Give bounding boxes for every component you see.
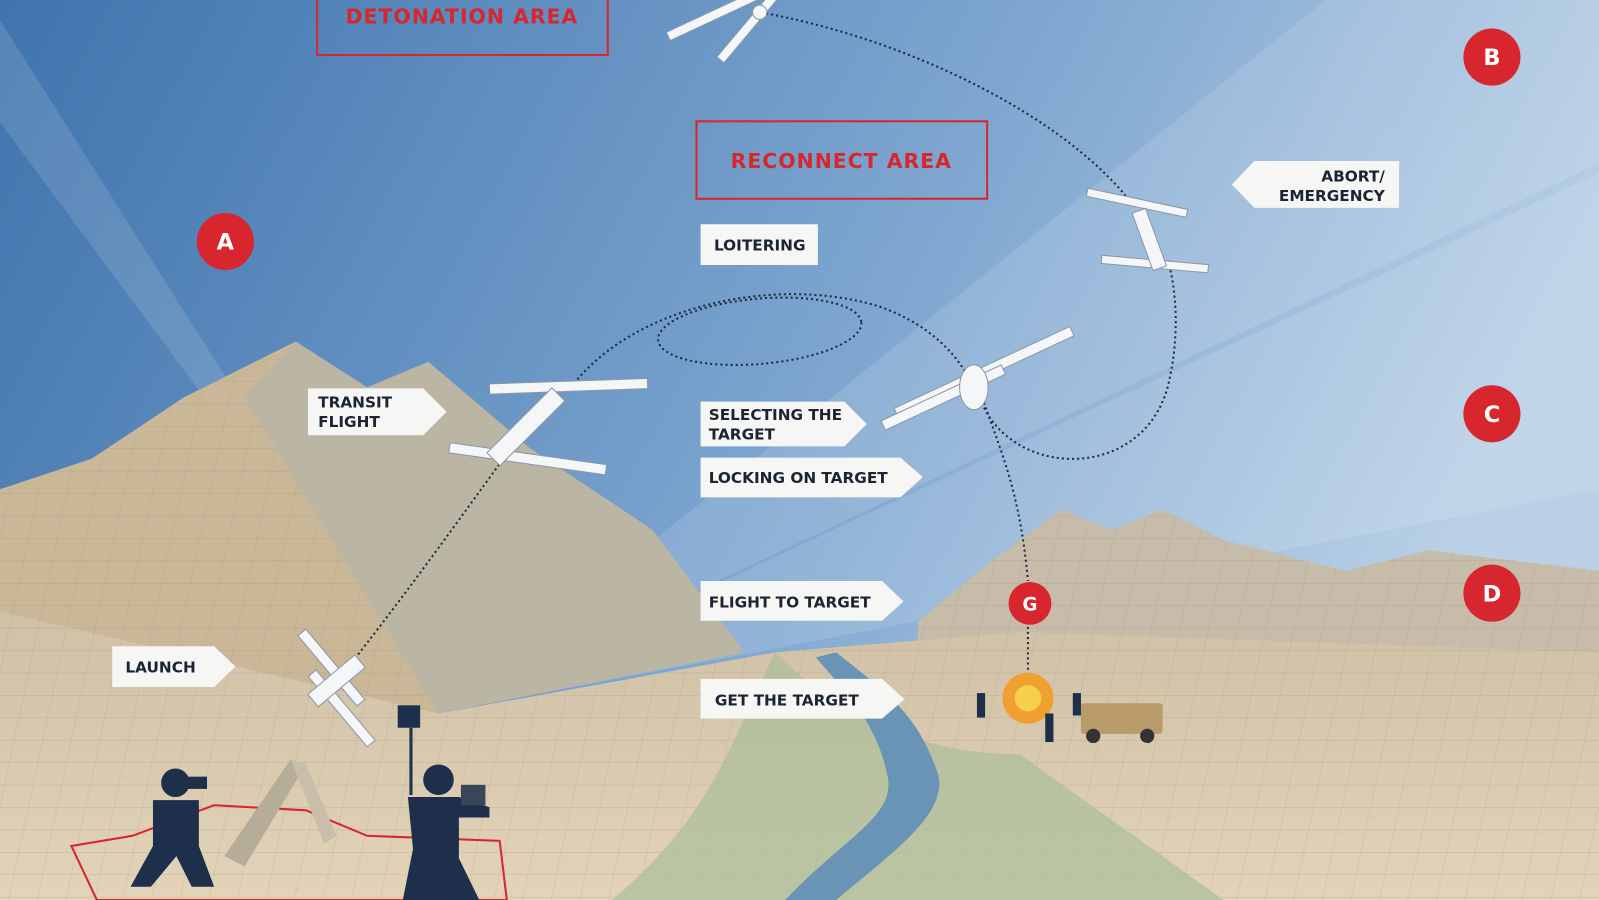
reconnect-area-label: RECONNECT AREA [731, 149, 952, 173]
drones [297, 0, 1210, 748]
detonation-area: DETONATION AREA [316, 0, 609, 57]
label-abort-emergency: ABORT/ EMERGENCY [1231, 161, 1400, 208]
svg-text:B: B [1483, 45, 1500, 71]
svg-text:D: D [1483, 581, 1502, 607]
phase-marker-g: G [1008, 581, 1052, 625]
launcher-icon [224, 759, 337, 867]
label-loitering: LOITERING [700, 224, 818, 266]
kneeling-soldier-icon [130, 768, 215, 887]
svg-text:ABORT/: ABORT/ [1321, 167, 1385, 185]
svg-text:TRANSIT: TRANSIT [318, 394, 393, 412]
drone-launch-icon [297, 628, 376, 748]
phase-marker-b: B [1463, 28, 1521, 86]
operators [130, 705, 490, 900]
svg-text:G: G [1022, 595, 1037, 616]
phase-marker-d: D [1463, 564, 1521, 622]
svg-text:C: C [1484, 402, 1500, 428]
svg-text:A: A [217, 230, 235, 256]
label-flight-to-target: FLIGHT TO TARGET [700, 580, 904, 621]
drone-transit-icon [448, 377, 649, 476]
svg-text:FLIGHT: FLIGHT [318, 413, 380, 431]
label-selecting-target: SELECTING THE TARGET [700, 401, 867, 447]
phase-marker-c: C [1463, 385, 1521, 443]
svg-text:LOCKING ON TARGET: LOCKING ON TARGET [709, 469, 889, 487]
detonation-area-label: DETONATION AREA [346, 4, 579, 28]
label-launch: LAUNCH [112, 646, 236, 687]
svg-text:EMERGENCY: EMERGENCY [1279, 187, 1386, 205]
svg-text:TARGET: TARGET [709, 425, 776, 443]
target-scene [976, 672, 1163, 744]
drone-detonation-icon [665, 0, 784, 64]
svg-text:LOITERING: LOITERING [714, 237, 806, 255]
reconnect-area: RECONNECT AREA [695, 120, 989, 200]
drone-selecting-icon [880, 325, 1075, 431]
svg-text:GET THE TARGET: GET THE TARGET [715, 691, 860, 709]
label-transit-flight: TRANSIT FLIGHT [307, 388, 447, 436]
phase-marker-a: A [196, 213, 254, 271]
river [785, 652, 940, 900]
label-get-the-target: GET THE TARGET [700, 678, 905, 719]
flight-path [351, 11, 1177, 673]
svg-text:LAUNCH: LAUNCH [125, 659, 195, 677]
svg-text:FLIGHT TO TARGET: FLIGHT TO TARGET [709, 593, 872, 611]
standing-operator-icon [397, 705, 490, 900]
vehicle-icon [1080, 703, 1163, 744]
label-locking-on-target: LOCKING ON TARGET [700, 457, 923, 498]
drone-abort-icon [1085, 187, 1210, 274]
svg-text:SELECTING THE: SELECTING THE [709, 406, 842, 424]
